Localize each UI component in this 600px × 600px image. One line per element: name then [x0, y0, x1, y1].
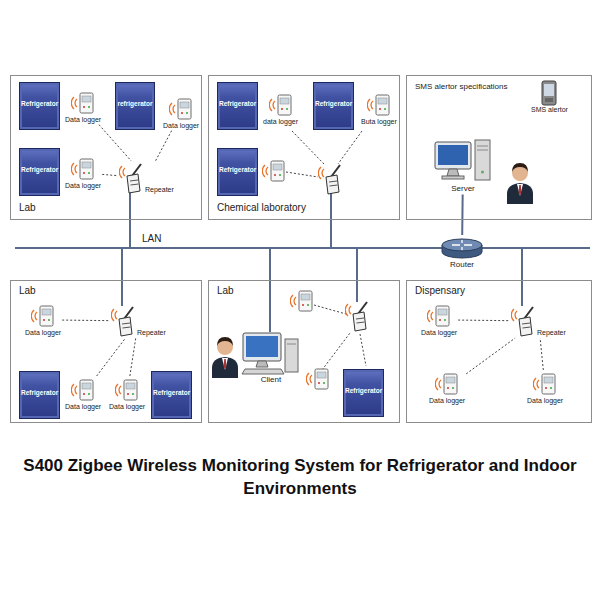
wireless-link [540, 338, 543, 370]
logger-icon [71, 90, 95, 116]
data-logger: Data logger [421, 303, 457, 337]
wireless-link [102, 174, 118, 175]
device-label: Data logger [65, 116, 101, 124]
refrigerator-box: Refrigerator [217, 82, 258, 130]
device-label: Data logger [527, 397, 563, 405]
device-label: Data logger [65, 182, 101, 190]
refrigerator-label: Refrigerator [219, 100, 256, 107]
device-label: Data logger [25, 329, 61, 337]
data-logger: Data logger [65, 156, 101, 190]
logger-icon [367, 92, 391, 118]
refrigerator-label: Refrigerator [21, 166, 58, 173]
phone-icon [540, 80, 558, 106]
device-label: Buta logger [361, 118, 397, 126]
data-logger: Buta logger [361, 92, 397, 126]
device-label: SMS alertor [531, 106, 568, 114]
room-heading: Lab [19, 285, 36, 296]
data-logger: data logger [263, 92, 298, 126]
router-icon [439, 236, 485, 260]
client-computer: Client [241, 331, 301, 385]
logger-icon [169, 96, 193, 122]
client-icon [241, 331, 301, 375]
device-label: Router [450, 260, 474, 270]
wireless-link [458, 320, 510, 322]
refrigerator-label: Refrigerator [315, 100, 352, 107]
device-label: Repeater [537, 329, 566, 337]
server-icon [433, 138, 493, 184]
device-label: Data logger [109, 403, 145, 411]
room-panel: LabData loggerRepeaterRefrigeratorData l… [10, 280, 202, 423]
logger-icon [71, 156, 95, 182]
server: Server [433, 138, 493, 194]
refrigerator-label: Refrigerator [21, 100, 58, 107]
refrigerator-box: Refrigerator [19, 148, 60, 196]
device-label: Repeater [145, 186, 174, 194]
refrigerator-label: Refrigerator [219, 166, 256, 173]
rep-icon [119, 162, 145, 194]
refrigerator-label: refrigerator [117, 100, 152, 107]
refrigerator-box: Refrigerator [151, 371, 192, 419]
logger-icon [71, 377, 95, 403]
refrigerator-label: Refrigerator [21, 389, 58, 396]
device-label: Client [261, 375, 281, 385]
room-panel: Chemical laboratory Refrigerator data logg… [208, 75, 400, 220]
repeater: Repeater [119, 162, 174, 194]
data-logger: Data logger [527, 371, 563, 405]
repeater: Repeater [511, 305, 566, 337]
device-label: data logger [263, 118, 298, 126]
data-logger: Data logger [65, 90, 101, 124]
room-heading: Dispensary [415, 285, 465, 296]
network-link [461, 195, 463, 235]
refrigerator-box: Refrigerator [343, 369, 384, 417]
router: Router [439, 236, 485, 270]
room-heading: Lab [217, 285, 234, 296]
device-label: Data logger [421, 329, 457, 337]
wireless-link [97, 338, 126, 376]
logger-icon [427, 303, 451, 329]
wireless-link [466, 338, 515, 374]
logger-icon [435, 371, 459, 397]
room-panel: LabClientRefrigerator [208, 280, 400, 423]
repeater: Repeater [111, 305, 166, 337]
refrigerator-box: Refrigerator [19, 82, 60, 130]
room-panel: DispensaryData loggerRepeaterData logger… [406, 280, 592, 423]
refrigerator-box: Refrigerator [217, 148, 258, 196]
wireless-link [99, 125, 131, 161]
data-logger: Data logger [163, 96, 199, 130]
data-logger: Data logger [109, 377, 145, 411]
wireless-link [62, 320, 110, 322]
device-label: Data logger [429, 397, 465, 405]
rep-icon [111, 305, 137, 337]
refrigerator-box: Refrigerator [313, 82, 354, 130]
data-logger: Data logger [429, 371, 465, 405]
room-heading: Chemical laboratory [217, 202, 306, 213]
device-label: Repeater [137, 329, 166, 337]
refrigerator-box: Refrigerator [19, 371, 60, 419]
network-label: LAN [140, 233, 163, 244]
data-logger: Data logger [25, 303, 61, 337]
device-label: Data logger [65, 403, 101, 411]
sms-alertor: SMS alertor [531, 80, 568, 114]
logger-icon [269, 92, 293, 118]
logger-icon [115, 377, 139, 403]
logger-icon [533, 371, 557, 397]
refrigerator-label: Refrigerator [345, 387, 382, 394]
wireless-link [155, 131, 171, 161]
device-label: Data logger [163, 122, 199, 130]
data-logger: Data logger [65, 377, 101, 411]
room-panel: SMS alertor specificationsSMS alertorSer… [406, 75, 592, 220]
device-label: Server [451, 184, 475, 194]
room-heading: Lab [19, 202, 36, 213]
logger-icon [31, 303, 55, 329]
rep-icon [511, 305, 537, 337]
wireless-link [130, 338, 136, 376]
room-heading: SMS alertor specifications [415, 82, 507, 91]
diagram-title: S400 Zigbee Wireless Monitoring System f… [20, 455, 580, 501]
refrigerator-label: Refrigerator [153, 389, 190, 396]
room-panel: LabRefrigeratorData loggerrefrigeratorDa… [10, 75, 202, 220]
refrigerator-box: refrigerator [115, 82, 155, 130]
